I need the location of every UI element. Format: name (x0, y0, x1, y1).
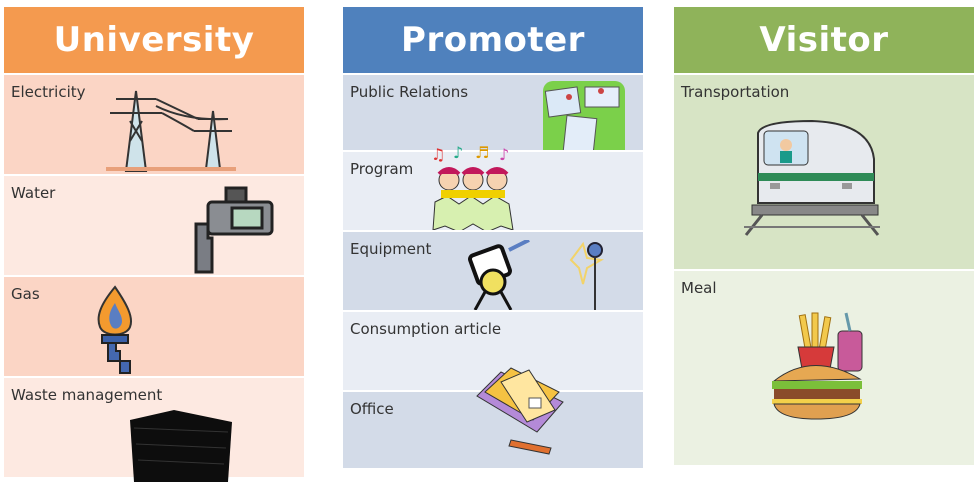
university-header: University (4, 7, 304, 73)
promoter-item-public-relations: Public Relations (343, 73, 643, 167)
university-column: University Electricity Water (4, 7, 304, 482)
item-label: Electricity (11, 83, 86, 101)
promoter-item-equipment: Equipment (343, 230, 643, 326)
item-label: Gas (11, 285, 40, 303)
item-label: Waste management (11, 386, 163, 404)
item-label: Program (350, 160, 414, 178)
gas-flame-icon (97, 285, 132, 374)
svg-text:♬: ♬ (475, 146, 489, 162)
visitor-column: Visitor Transportation Meal (674, 7, 974, 465)
singers-icon: ♫ ♪ ♬ ♪ (431, 146, 514, 233)
visitor-item-transportation: Transportation (674, 73, 974, 269)
university-item-electricity: Electricity (4, 73, 304, 174)
waste-bin-icon (130, 410, 232, 482)
office-folders-icon (476, 367, 564, 455)
bulletin-board-icon (543, 81, 625, 167)
svg-text:♪: ♪ (453, 146, 463, 162)
promoter-header: Promoter (343, 7, 643, 73)
visitor-header: Visitor (674, 7, 974, 73)
promoter-item-program: Program ♫ ♪ ♬ ♪ (343, 146, 643, 233)
visitor-item-meal: Meal (674, 269, 974, 465)
item-label: Water (11, 184, 56, 202)
promoter-item-consumption-article: Consumption article (343, 310, 643, 390)
promoter-column: Promoter Public Relations Program ♫ ♪ ♬ … (343, 7, 643, 468)
water-faucet-icon (194, 186, 274, 274)
item-label: Transportation (681, 83, 790, 101)
university-item-waste-management: Waste management (4, 376, 304, 482)
svg-text:♫: ♫ (431, 146, 445, 164)
fast-food-icon (772, 312, 863, 420)
item-label: Equipment (350, 240, 432, 258)
item-label: Meal (681, 279, 717, 297)
spotlight-icon (468, 240, 530, 311)
train-icon (744, 119, 880, 236)
item-label: Public Relations (350, 83, 469, 101)
item-label: Consumption article (350, 320, 502, 338)
university-item-water: Water (4, 174, 304, 275)
university-item-gas: Gas (4, 275, 304, 376)
power-tower-icon (106, 90, 236, 172)
svg-text:♪: ♪ (499, 146, 509, 164)
item-label: Office (350, 400, 394, 418)
promoter-item-office: Office (343, 367, 643, 468)
